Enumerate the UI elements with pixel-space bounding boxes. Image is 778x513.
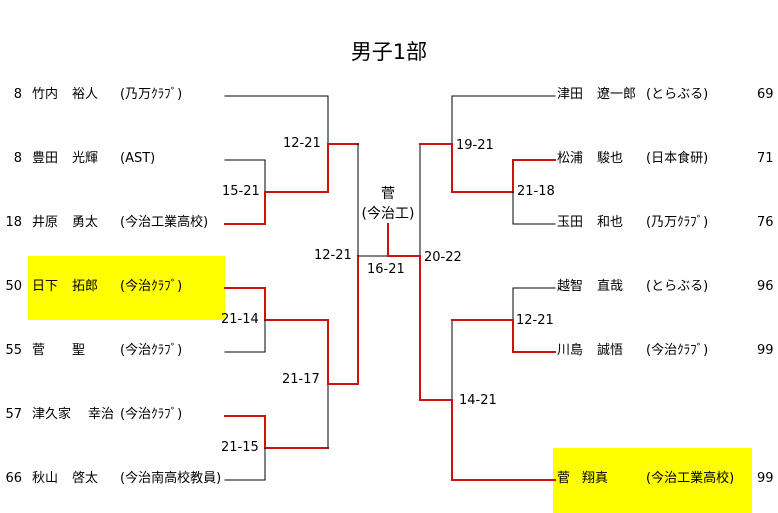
player-family-name: 玉田 [557, 215, 584, 230]
player-club: (乃万ｸﾗﾌﾞ) [120, 87, 183, 102]
seed-number: 96 [757, 279, 774, 294]
player-given-name: 拓郎 [72, 279, 99, 294]
player-family-name: 菅 [32, 343, 46, 358]
seed-number: 99 [757, 343, 774, 358]
player-family-name: 秋山 [32, 471, 59, 486]
player-given-name: 和也 [597, 215, 624, 230]
highlight-left [28, 256, 225, 320]
seed-number: 76 [757, 215, 774, 230]
seed-number: 50 [5, 279, 22, 294]
player-family-name: 竹内 [32, 87, 59, 102]
player-family-name: 越智 [557, 279, 584, 294]
seed-number: 99 [757, 471, 774, 486]
score-l-r2-b: 21-17 [282, 372, 320, 387]
score-l-r1-c: 21-15 [221, 440, 259, 455]
seed-number: 8 [13, 87, 22, 102]
seed-number: 66 [5, 471, 22, 486]
seed-number: 57 [5, 407, 22, 422]
player-club: (とらぶる) [646, 87, 709, 102]
champion-name: 菅 [381, 186, 395, 202]
player-club: (今治南高校教員) [120, 471, 222, 486]
player-given-name: 駿也 [597, 151, 624, 166]
score-r-sf: 20-22 [424, 250, 462, 265]
seed-number: 18 [5, 215, 22, 230]
seed-number: 8 [13, 151, 22, 166]
score-final: 16-21 [367, 262, 405, 277]
player-given-name: 翔真 [582, 471, 609, 486]
player-club: (今治ｸﾗﾌﾞ) [120, 407, 183, 422]
page-title: 男子1部 [350, 40, 428, 64]
player-family-name: 菅 [557, 471, 571, 486]
player-given-name: 幸治 [88, 407, 115, 422]
seed-number: 69 [757, 87, 774, 102]
player-club: (日本食研) [646, 151, 709, 166]
player-club: (今治工業高校) [120, 215, 209, 230]
score-r-r2-b: 14-21 [459, 393, 497, 408]
score-r-r1-a: 21-18 [517, 184, 555, 199]
player-family-name: 川島 [557, 343, 584, 358]
player-family-name: 松浦 [557, 151, 584, 166]
score-l-r1-a: 15-21 [222, 184, 260, 199]
player-given-name: 誠悟 [597, 343, 624, 358]
player-given-name: 裕人 [72, 87, 99, 102]
player-given-name: 遼一郎 [597, 87, 637, 102]
score-l-r1-b: 21-14 [221, 312, 259, 327]
player-club: (とらぶる) [646, 279, 709, 294]
player-given-name: 啓太 [72, 471, 99, 486]
seed-number: 71 [757, 151, 774, 166]
player-family-name: 日下 [32, 279, 59, 294]
player-family-name: 豊田 [32, 151, 59, 166]
score-r-r1-b: 12-21 [516, 313, 554, 328]
player-family-name: 井原 [32, 215, 59, 230]
player-club: (今治ｸﾗﾌﾞ) [120, 279, 183, 294]
player-club: (今治ｸﾗﾌﾞ) [120, 343, 183, 358]
player-family-name: 津田 [557, 87, 584, 102]
player-club: (AST) [120, 151, 156, 166]
player-given-name: 光輝 [72, 151, 99, 166]
score-l-sf: 12-21 [314, 248, 352, 263]
score-r-r2-a: 19-21 [456, 138, 494, 153]
champion-club: (今治工) [361, 206, 415, 222]
player-club: (乃万ｸﾗﾌﾞ) [646, 215, 709, 230]
player-family-name: 津久家 [32, 407, 72, 422]
player-given-name: 直哉 [597, 279, 624, 294]
player-given-name: 勇太 [72, 215, 99, 230]
seed-number: 55 [5, 343, 22, 358]
highlight-right [553, 448, 752, 513]
player-club: (今治工業高校) [646, 471, 735, 486]
player-given-name: 聖 [72, 343, 86, 358]
score-l-r2-a: 12-21 [283, 136, 321, 151]
player-club: (今治ｸﾗﾌﾞ) [646, 343, 709, 358]
